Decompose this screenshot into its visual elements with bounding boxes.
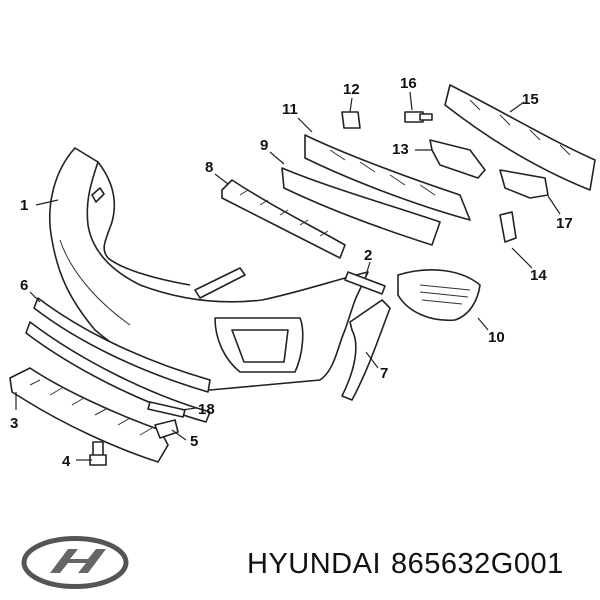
part-15-beam	[444, 84, 596, 191]
callout-16: 16	[400, 75, 417, 92]
part-number: 865632G001	[391, 548, 564, 580]
brand-name: HYUNDAI	[247, 548, 382, 580]
part-9-grille	[281, 167, 441, 246]
callout-18: 18	[198, 401, 215, 418]
callout-4: 4	[62, 453, 71, 470]
callout-6: 6	[20, 277, 28, 294]
callout-14: 14	[530, 267, 547, 284]
part-16-bolt	[404, 111, 433, 123]
part-1-bumper-cover	[49, 147, 369, 391]
callout-3: 3	[10, 415, 18, 432]
part-caption: HYUNDAI 865632G001	[247, 548, 574, 581]
callout-10: 10	[488, 329, 505, 346]
callout-9: 9	[260, 137, 268, 154]
part-3-skid-plate	[9, 367, 169, 463]
part-5-bracket	[154, 419, 179, 439]
part-12-bracket	[341, 111, 361, 129]
callout-1: 1	[20, 197, 28, 214]
part-2-clip	[344, 271, 386, 295]
callout-13: 13	[392, 141, 409, 158]
callout-15: 15	[522, 91, 539, 108]
part-4-bolt	[89, 441, 107, 466]
part-8-grille-insert	[221, 179, 346, 259]
callout-labels: 1 2 3 4 5 6 7 8 9 10 11 12 13 14 15 16 1…	[10, 75, 573, 470]
part-7-side-strip	[341, 299, 391, 401]
part-17-bracket	[499, 169, 549, 199]
part-10-fog-bezel	[397, 269, 481, 322]
part-11-absorber	[304, 134, 471, 221]
hyundai-logo-icon	[21, 536, 129, 589]
callout-12: 12	[343, 81, 360, 98]
callout-11: 11	[282, 101, 298, 118]
callout-7: 7	[380, 365, 388, 382]
part-6-lower-strip	[25, 297, 211, 423]
part-18-trim	[147, 401, 186, 418]
callout-17: 17	[556, 215, 573, 232]
part-14-bracket	[499, 211, 517, 243]
callout-5: 5	[190, 433, 198, 450]
callout-8: 8	[205, 159, 213, 176]
callout-2: 2	[364, 247, 372, 264]
leader-lines	[15, 91, 561, 461]
bumper-parts-diagram: 1 2 3 4 5 6 7 8 9 10 11 12 13 14 15 16 1…	[9, 75, 596, 470]
part-13-bracket	[429, 139, 486, 179]
